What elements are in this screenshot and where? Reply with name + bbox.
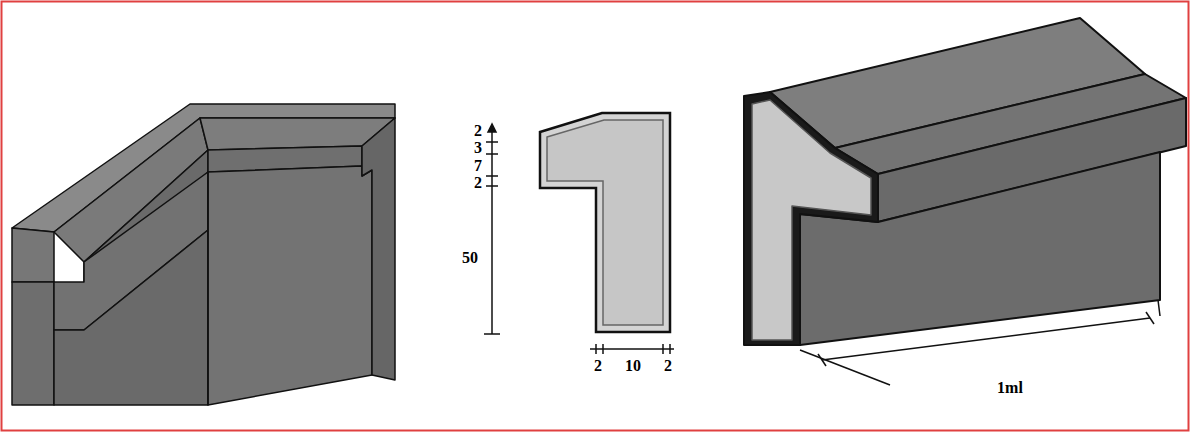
dimension-label: 2 [473, 123, 483, 139]
horizontal-dimension [590, 344, 674, 354]
length-label: 1ml [996, 380, 1024, 396]
length-dimension [800, 300, 1160, 385]
cross-section [540, 113, 670, 332]
dimension-label: 50 [461, 250, 479, 266]
vertical-dimension [484, 124, 500, 334]
dimension-label: 7 [473, 158, 483, 174]
dimension-label: 2 [593, 358, 603, 374]
parapet-length-view [744, 18, 1186, 345]
dimension-label: 2 [473, 175, 483, 191]
parapet-corner-view [12, 104, 395, 405]
dimension-label: 10 [624, 358, 642, 374]
dimension-label: 3 [473, 140, 483, 156]
dimension-label: 2 [663, 358, 673, 374]
